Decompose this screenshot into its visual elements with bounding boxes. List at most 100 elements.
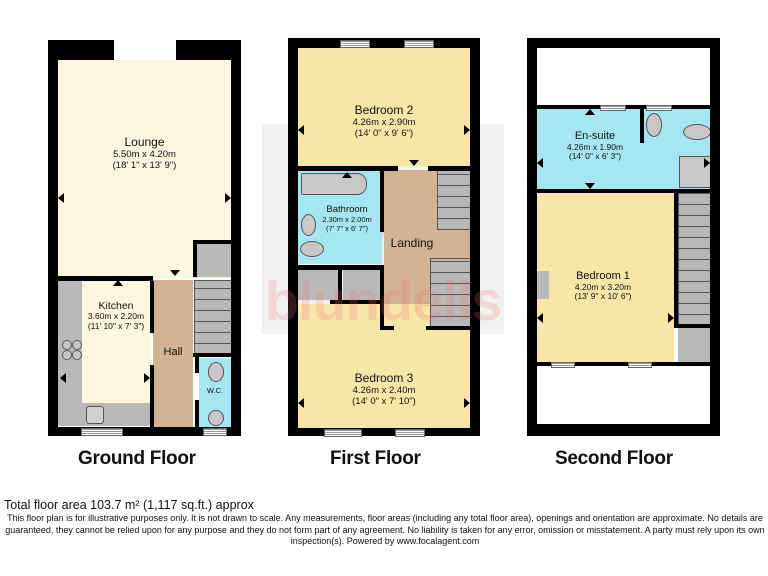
storage-cupboard [195,243,231,277]
wall [527,38,720,48]
dimension-arrow-icon [225,193,231,203]
room-dimensions-imperial: (18' 1" x 13' 9") [112,159,177,171]
total-floor-area: Total floor area 103.7 m² (1,117 sq.ft.)… [4,498,254,512]
window [81,428,123,436]
hob-icon [62,340,72,350]
room-label-bedroom-2: Bedroom 2 4.26m x 2.90m (14' 0" x 9' 6") [298,103,470,140]
room-name: En-suite [574,130,616,142]
wall [527,38,537,436]
basin-icon [301,214,316,236]
room-dimensions-imperial: (14' 0" x 9' 6") [354,127,414,139]
wall [338,270,342,304]
room-kitchen [82,281,150,403]
staircase [430,258,472,328]
room-dimensions-imperial: (13' 9" x 10' 6") [574,291,632,302]
wall [176,40,241,60]
wall [674,324,710,328]
wall [48,40,114,60]
wall [470,38,480,436]
room-dimensions-metric: 4.20m x 3.20m [574,281,632,292]
dimension-arrow-icon [409,160,419,166]
room-hall [153,280,193,428]
dimension-arrow-icon [704,158,710,168]
wall [231,40,241,436]
hob-icon [72,340,82,350]
watermark-text: blundells [264,269,503,332]
room-name: Bedroom 2 [354,103,414,117]
wall [193,353,231,357]
room-dimensions-metric: 3.60m x 2.20m [87,311,145,322]
dimension-arrow-icon [585,183,595,189]
wall [380,170,384,232]
window [395,429,425,437]
room-dimensions-imperial: (7' 7" x 6' 7") [326,223,368,233]
room-label-kitchen: Kitchen 3.60m x 2.20m (11' 10" x 7' 3") [78,300,154,332]
floor-title-second: Second Floor [555,448,673,469]
room-dimensions-metric: 4.26m x 2.40m [352,384,416,396]
dimension-arrow-icon [113,280,123,286]
staircase [194,280,233,355]
storage-cupboard [298,270,338,300]
wardrobe [537,271,549,299]
wall [193,240,197,277]
wall [195,400,199,428]
wall [195,353,199,373]
wall [330,300,382,304]
wall [193,240,231,244]
wall [380,326,394,330]
room-label-lounge: Lounge 5.50m x 4.20m (18' 1" x 13' 9") [58,135,231,172]
dimension-arrow-icon [342,172,352,178]
room-label-bathroom: Bathroom 2.30m x 2.00m (7' 7" x 6' 7") [310,204,384,233]
dimension-arrow-icon [537,158,543,168]
basin-icon [646,113,662,137]
toilet-icon [300,241,324,257]
wall [298,265,384,270]
wall [428,166,470,171]
dimension-arrow-icon [464,125,470,135]
wall [288,38,480,48]
room-dimensions-metric: 4.26m x 2.90m [352,116,416,128]
staircase [678,192,712,326]
room-label-en-suite: En-suite 4.26m x 1.90m (14' 0" x 6' 3") [555,130,635,162]
window [340,40,370,48]
dimension-arrow-icon [60,373,66,383]
storage-cupboard [343,270,382,300]
wall [288,428,480,436]
dimension-arrow-icon [170,270,180,276]
room-label-wc: W.C. [206,386,224,395]
room-label-bedroom-1: Bedroom 1 4.20m x 3.20m (13' 9" x 10' 6"… [558,270,648,302]
room-name: Bathroom [326,204,368,215]
room-bedroom-1 [537,192,674,362]
bath-icon [301,173,367,195]
sink-icon [86,406,104,424]
wall [48,427,241,436]
dimension-arrow-icon [58,193,64,203]
wall [380,265,384,329]
dimension-arrow-icon [298,398,304,408]
wall [48,40,58,436]
room-name: Bedroom 3 [354,371,414,385]
wall [537,189,710,193]
dimension-arrow-icon [144,373,150,383]
room-dimensions-imperial: (14' 0" x 6' 3") [568,151,622,162]
wall [710,38,720,436]
wall [58,276,153,281]
wall [150,281,154,333]
window [324,429,362,437]
room-label-landing: Landing [390,236,434,250]
wall [527,424,720,436]
room-dimensions-metric: 2.30m x 2.00m [322,214,372,224]
room-label-bedroom-3: Bedroom 3 4.26m x 2.40m (14' 0" x 7' 10"… [298,371,470,408]
disclaimer: This floor plan is for illustrative purp… [5,513,765,546]
room-bedroom-2 [298,48,470,166]
wall [674,189,678,327]
room-name: Lounge [124,135,165,149]
window [646,105,672,111]
staircase [437,170,472,230]
hob-icon [62,350,72,360]
window [203,428,227,436]
floor-title-ground: Ground Floor [78,448,196,469]
room-name: Bedroom 1 [576,270,630,282]
wall [288,38,298,436]
wall [150,365,154,428]
